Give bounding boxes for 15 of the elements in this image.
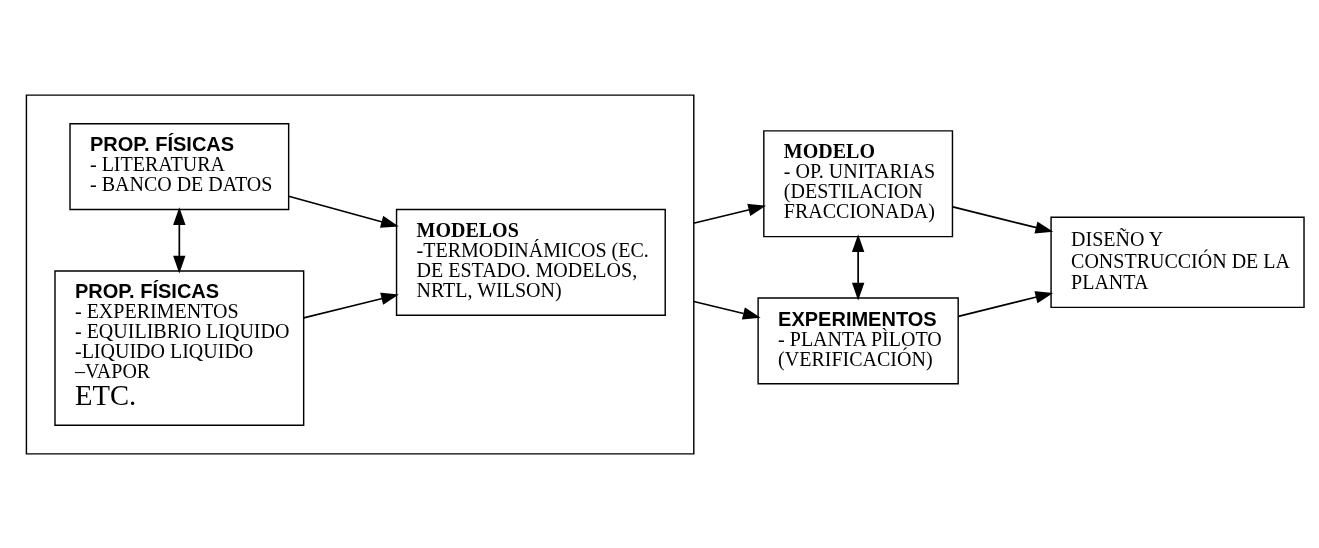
arrow: [952, 205, 1054, 234]
node-box: MODELOS -TERMODINÁMICOS (EC. DE ESTADO. MODELOS, NRTL, WILSON): [395, 208, 666, 316]
cluster: [25, 93, 695, 455]
arrow: [173, 206, 186, 273]
node-box: DISEÑO Y CONSTRUCCIÓN DE LA PLANTA: [1050, 216, 1305, 308]
node-box: PROP. FÍSICAS - LITERATURA - BANCO DE DATOS: [69, 122, 290, 210]
arrow: [692, 203, 766, 224]
node-box: MODELO - OP. UNITARIAS (DESTILACION FRACCIONADA): [763, 129, 954, 237]
arrow: [692, 300, 761, 320]
arrow: [302, 292, 399, 319]
arrow: [287, 194, 399, 228]
node-box: EXPERIMENTOS - PLANTA PÌLOTO (VERIFICACIÓN): [757, 296, 959, 385]
node-box: PROP. FÍSICAS - EXPERIMENTOS - EQUILIBRIO LIQUIDO -LIQUIDO LIQUIDO –VAPOR ETC.: [54, 269, 305, 426]
arrow: [957, 290, 1054, 317]
arrow: [851, 233, 865, 301]
